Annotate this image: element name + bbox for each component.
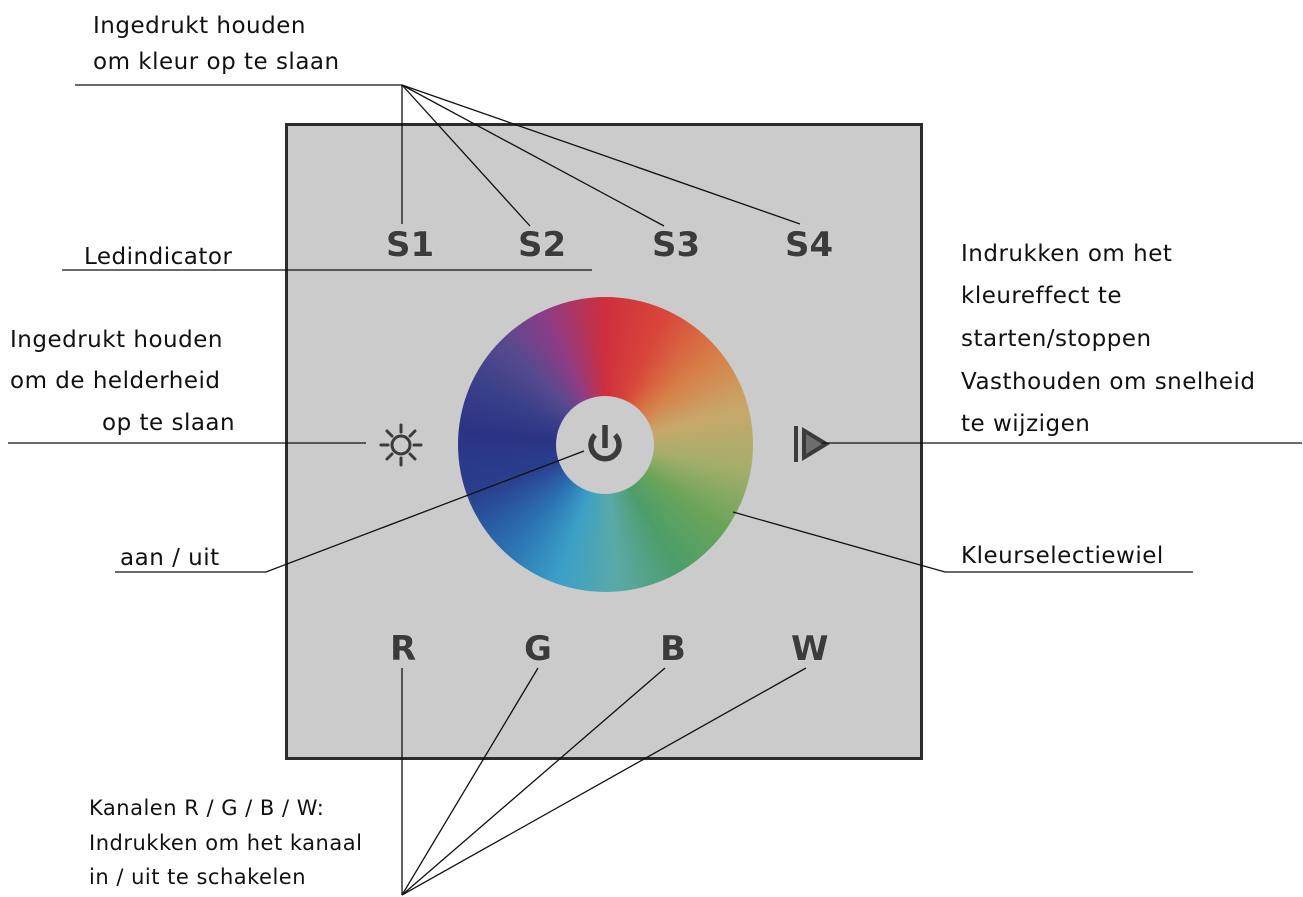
g-button[interactable]: G <box>524 629 552 669</box>
w-button[interactable]: W <box>791 629 829 669</box>
brightness-label-line3: op te slaan <box>102 410 236 436</box>
sun-icon[interactable] <box>378 422 424 468</box>
effect-label-line1: Indrukken om het <box>961 241 1173 267</box>
power-label: aan / uit <box>120 545 220 571</box>
brightness-label-line2: om de helderheid <box>10 368 221 394</box>
effect-label-line3: starten/stoppen <box>961 326 1152 352</box>
power-leader <box>115 450 585 573</box>
led-indicator-label: Ledindicator <box>84 244 233 270</box>
s3-button[interactable]: S3 <box>652 225 701 265</box>
color-wheel-label: Kleurselectiewiel <box>961 543 1164 569</box>
channels-label-line3: in / uit te schakelen <box>89 865 307 889</box>
s4-button[interactable]: S4 <box>785 225 834 265</box>
effect-label-line5: te wijzigen <box>961 411 1091 437</box>
power-icon <box>588 425 622 462</box>
effect-label-line4: Vasthouden om snelheid <box>961 369 1256 395</box>
s1-button[interactable]: S1 <box>386 225 435 265</box>
channels-label-line2: Indrukken om het kanaal <box>89 831 363 855</box>
store-color-label-line2: om kleur op te slaan <box>93 49 340 75</box>
store-color-label-line1: Ingedrukt houden <box>93 13 306 39</box>
b-button[interactable]: B <box>660 629 686 669</box>
s2-button[interactable]: S2 <box>518 225 567 265</box>
brightness-label-line1: Ingedrukt houden <box>10 327 223 353</box>
color-wheel-leader <box>732 511 1193 573</box>
play-icon[interactable] <box>792 423 834 465</box>
r-button[interactable]: R <box>390 629 417 669</box>
channels-label-line1: Kanalen R / G / B / W: <box>89 796 325 820</box>
effect-label-line2: kleureffect te <box>961 283 1123 309</box>
